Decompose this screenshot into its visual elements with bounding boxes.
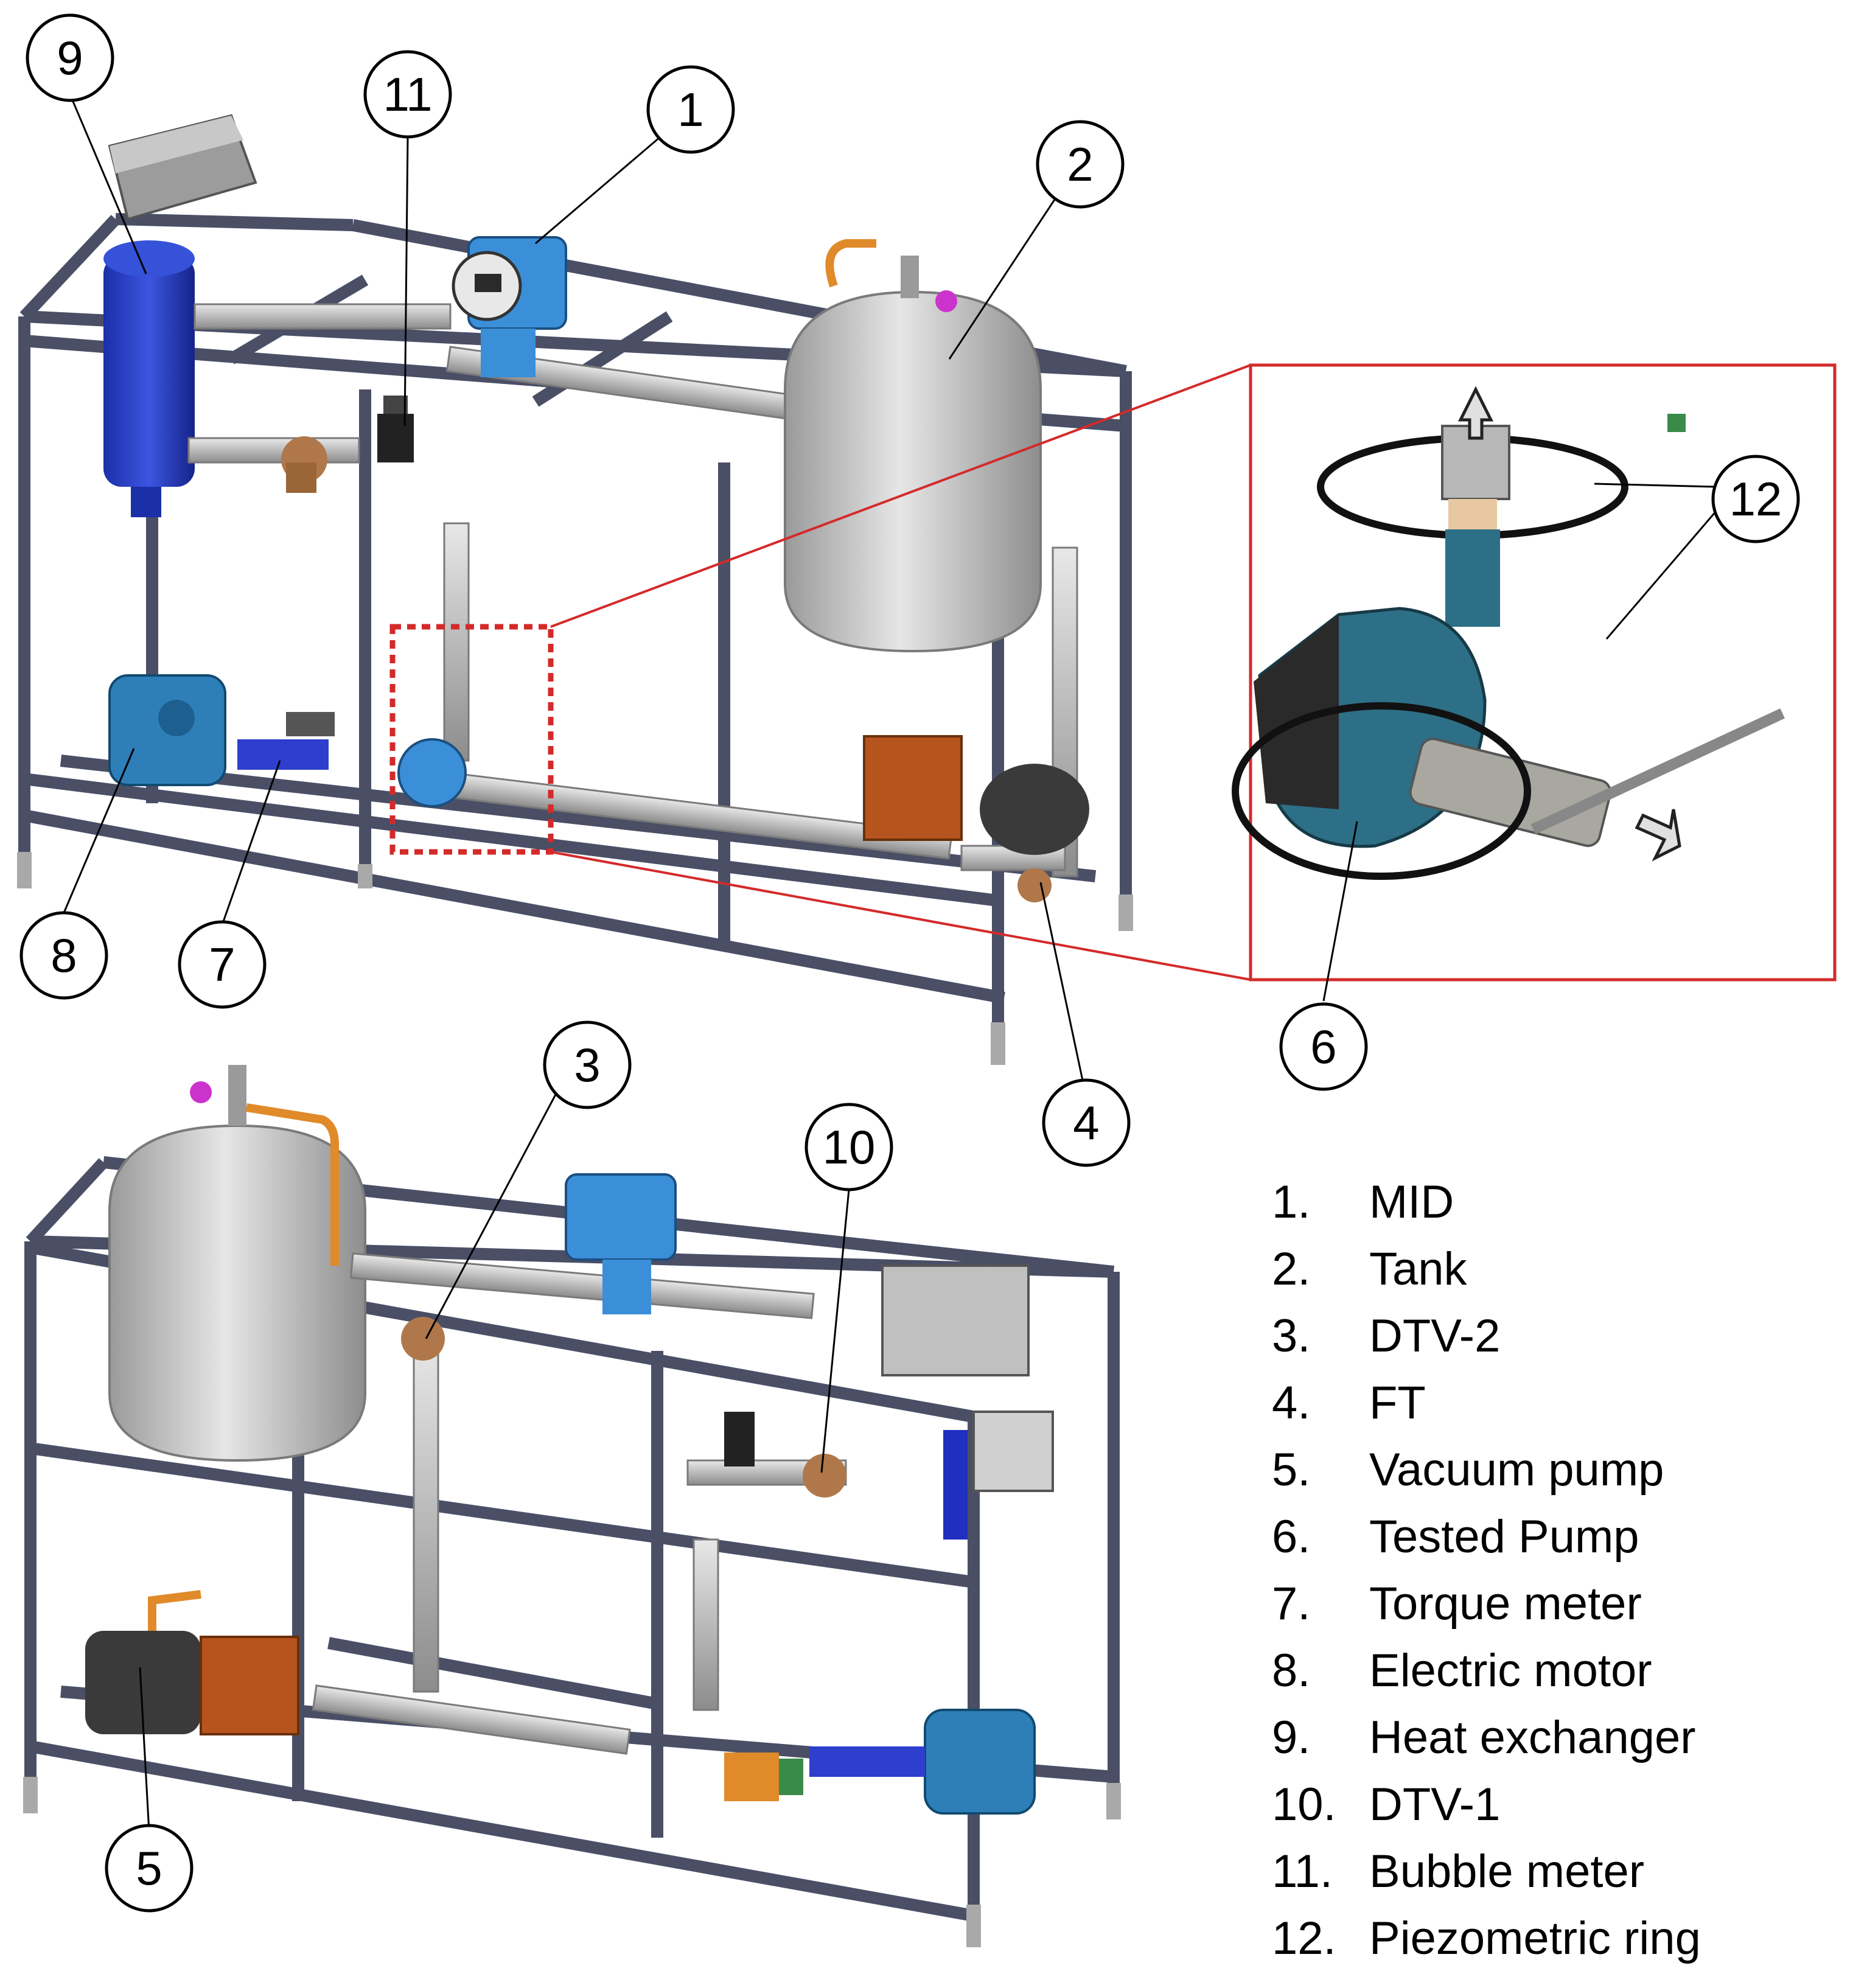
valve-dtv1-top <box>281 436 327 493</box>
legend-label: Torque meter <box>1369 1577 1642 1630</box>
legend-item: 11. Bubble meter <box>1272 1838 1820 1905</box>
callout-12: 12 <box>1711 455 1800 543</box>
legend-item: 10. DTV-1 <box>1272 1771 1820 1838</box>
torque-meter-7 <box>237 712 335 770</box>
mid-flowmeter-1 <box>452 236 567 377</box>
electric-motor-8 <box>108 674 226 786</box>
legend-label: MID <box>1369 1176 1454 1228</box>
legend-number: 1. <box>1272 1176 1311 1228</box>
tested-pump-cad <box>397 738 467 807</box>
legend-item: 2. Tank <box>1272 1235 1820 1302</box>
bubble-meter-11 <box>377 396 414 462</box>
legend-label: Piezometric ring <box>1369 1912 1701 1964</box>
legend-number: 4. <box>1272 1376 1311 1429</box>
legend-number: 6. <box>1272 1510 1311 1563</box>
vacuum-pump-5 <box>85 1590 299 1735</box>
callout-3: 3 <box>543 1020 632 1109</box>
legend-number: 2. <box>1272 1243 1311 1295</box>
svg-text:4: 4 <box>1073 1096 1099 1149</box>
callout-6: 6 <box>1279 1002 1368 1091</box>
legend-label: Tested Pump <box>1369 1510 1639 1563</box>
legend-item: 3. DTV-2 <box>1272 1302 1820 1369</box>
legend-label: FT <box>1369 1376 1426 1429</box>
bottom-pipes <box>312 1252 847 1755</box>
top-frame-legs <box>17 852 1133 1065</box>
legend-number: 11. <box>1272 1845 1333 1897</box>
legend-number: 7. <box>1272 1577 1311 1630</box>
valve-dtv1 <box>803 1454 846 1498</box>
callout-8: 8 <box>19 911 108 1000</box>
legend-label: Heat exchanger <box>1369 1711 1696 1763</box>
legend-number: 10. <box>1272 1778 1336 1830</box>
legend-item: 9. Heat exchanger <box>1272 1704 1820 1771</box>
callout-5: 5 <box>105 1824 194 1913</box>
legend-number: 3. <box>1272 1310 1311 1362</box>
tank-bottom <box>108 1065 366 1462</box>
control-box <box>108 114 257 221</box>
bottom-frame-legs <box>23 1777 1121 1947</box>
legend-item: 7. Torque meter <box>1272 1570 1820 1637</box>
leader-lines <box>63 94 1717 1832</box>
legend-number: 12. <box>1272 1912 1336 1964</box>
legend-label: Vacuum pump <box>1369 1443 1664 1496</box>
svg-text:6: 6 <box>1310 1020 1336 1073</box>
legend-item: 4. FT <box>1272 1369 1820 1436</box>
legend-number: 9. <box>1272 1711 1311 1763</box>
zoom-connector <box>550 364 1251 981</box>
callout-4: 4 <box>1042 1078 1131 1167</box>
callout-11: 11 <box>363 50 452 139</box>
heat-exchanger-bottom <box>943 1430 968 1540</box>
legend-item: 8. Electric motor <box>1272 1637 1820 1704</box>
control-box-bottom <box>881 1264 1054 1492</box>
svg-text:9: 9 <box>57 31 83 85</box>
tested-pump-bottom <box>724 1753 803 1801</box>
svg-text:10: 10 <box>823 1120 876 1174</box>
callout-10: 10 <box>804 1103 893 1191</box>
legend-item: 1. MID <box>1272 1168 1820 1235</box>
top-pipes <box>187 303 1078 877</box>
vacuum-pump-top <box>863 735 1089 855</box>
legend-item: 12. Piezometric ring <box>1272 1905 1820 1972</box>
component-legend: 1.MID 2.Tank 3.DTV-2 4.FT 5.Vacuum pump … <box>1272 1168 1820 1972</box>
flow-transmitter-4 <box>1017 868 1052 902</box>
mid-flowmeter-bottom <box>565 1173 677 1314</box>
legend-number: 8. <box>1272 1644 1311 1697</box>
heat-exchanger-9 <box>103 240 195 517</box>
tested-pump-highlight <box>389 624 554 855</box>
svg-text:3: 3 <box>574 1038 600 1092</box>
legend-label: DTV-2 <box>1369 1310 1501 1362</box>
legend-number: 5. <box>1272 1443 1311 1496</box>
legend-item: 5. Vacuum pump <box>1272 1436 1820 1503</box>
svg-text:1: 1 <box>677 83 703 136</box>
top-test-rig <box>17 114 1133 1065</box>
electric-motor-bottom <box>809 1709 1036 1815</box>
legend-label: Electric motor <box>1369 1644 1652 1697</box>
tank-2 <box>784 239 1042 653</box>
callout-2: 2 <box>1036 120 1125 209</box>
svg-text:5: 5 <box>136 1841 162 1895</box>
callout-9: 9 <box>26 13 114 102</box>
svg-text:12: 12 <box>1729 472 1782 526</box>
bottom-test-rig <box>23 1065 1121 1947</box>
callout-7: 7 <box>178 920 267 1009</box>
legend-label: Bubble meter <box>1369 1845 1645 1897</box>
legend-item: 6. Tested Pump <box>1272 1503 1820 1570</box>
svg-text:11: 11 <box>383 68 433 121</box>
legend-label: Tank <box>1369 1243 1467 1295</box>
legend-label: DTV-1 <box>1369 1778 1501 1830</box>
svg-text:2: 2 <box>1067 138 1093 191</box>
svg-text:8: 8 <box>51 929 77 982</box>
callout-1: 1 <box>646 65 735 154</box>
valve-dtv2 <box>401 1317 445 1361</box>
bubble-meter-bottom <box>724 1412 755 1467</box>
svg-text:7: 7 <box>209 938 235 991</box>
